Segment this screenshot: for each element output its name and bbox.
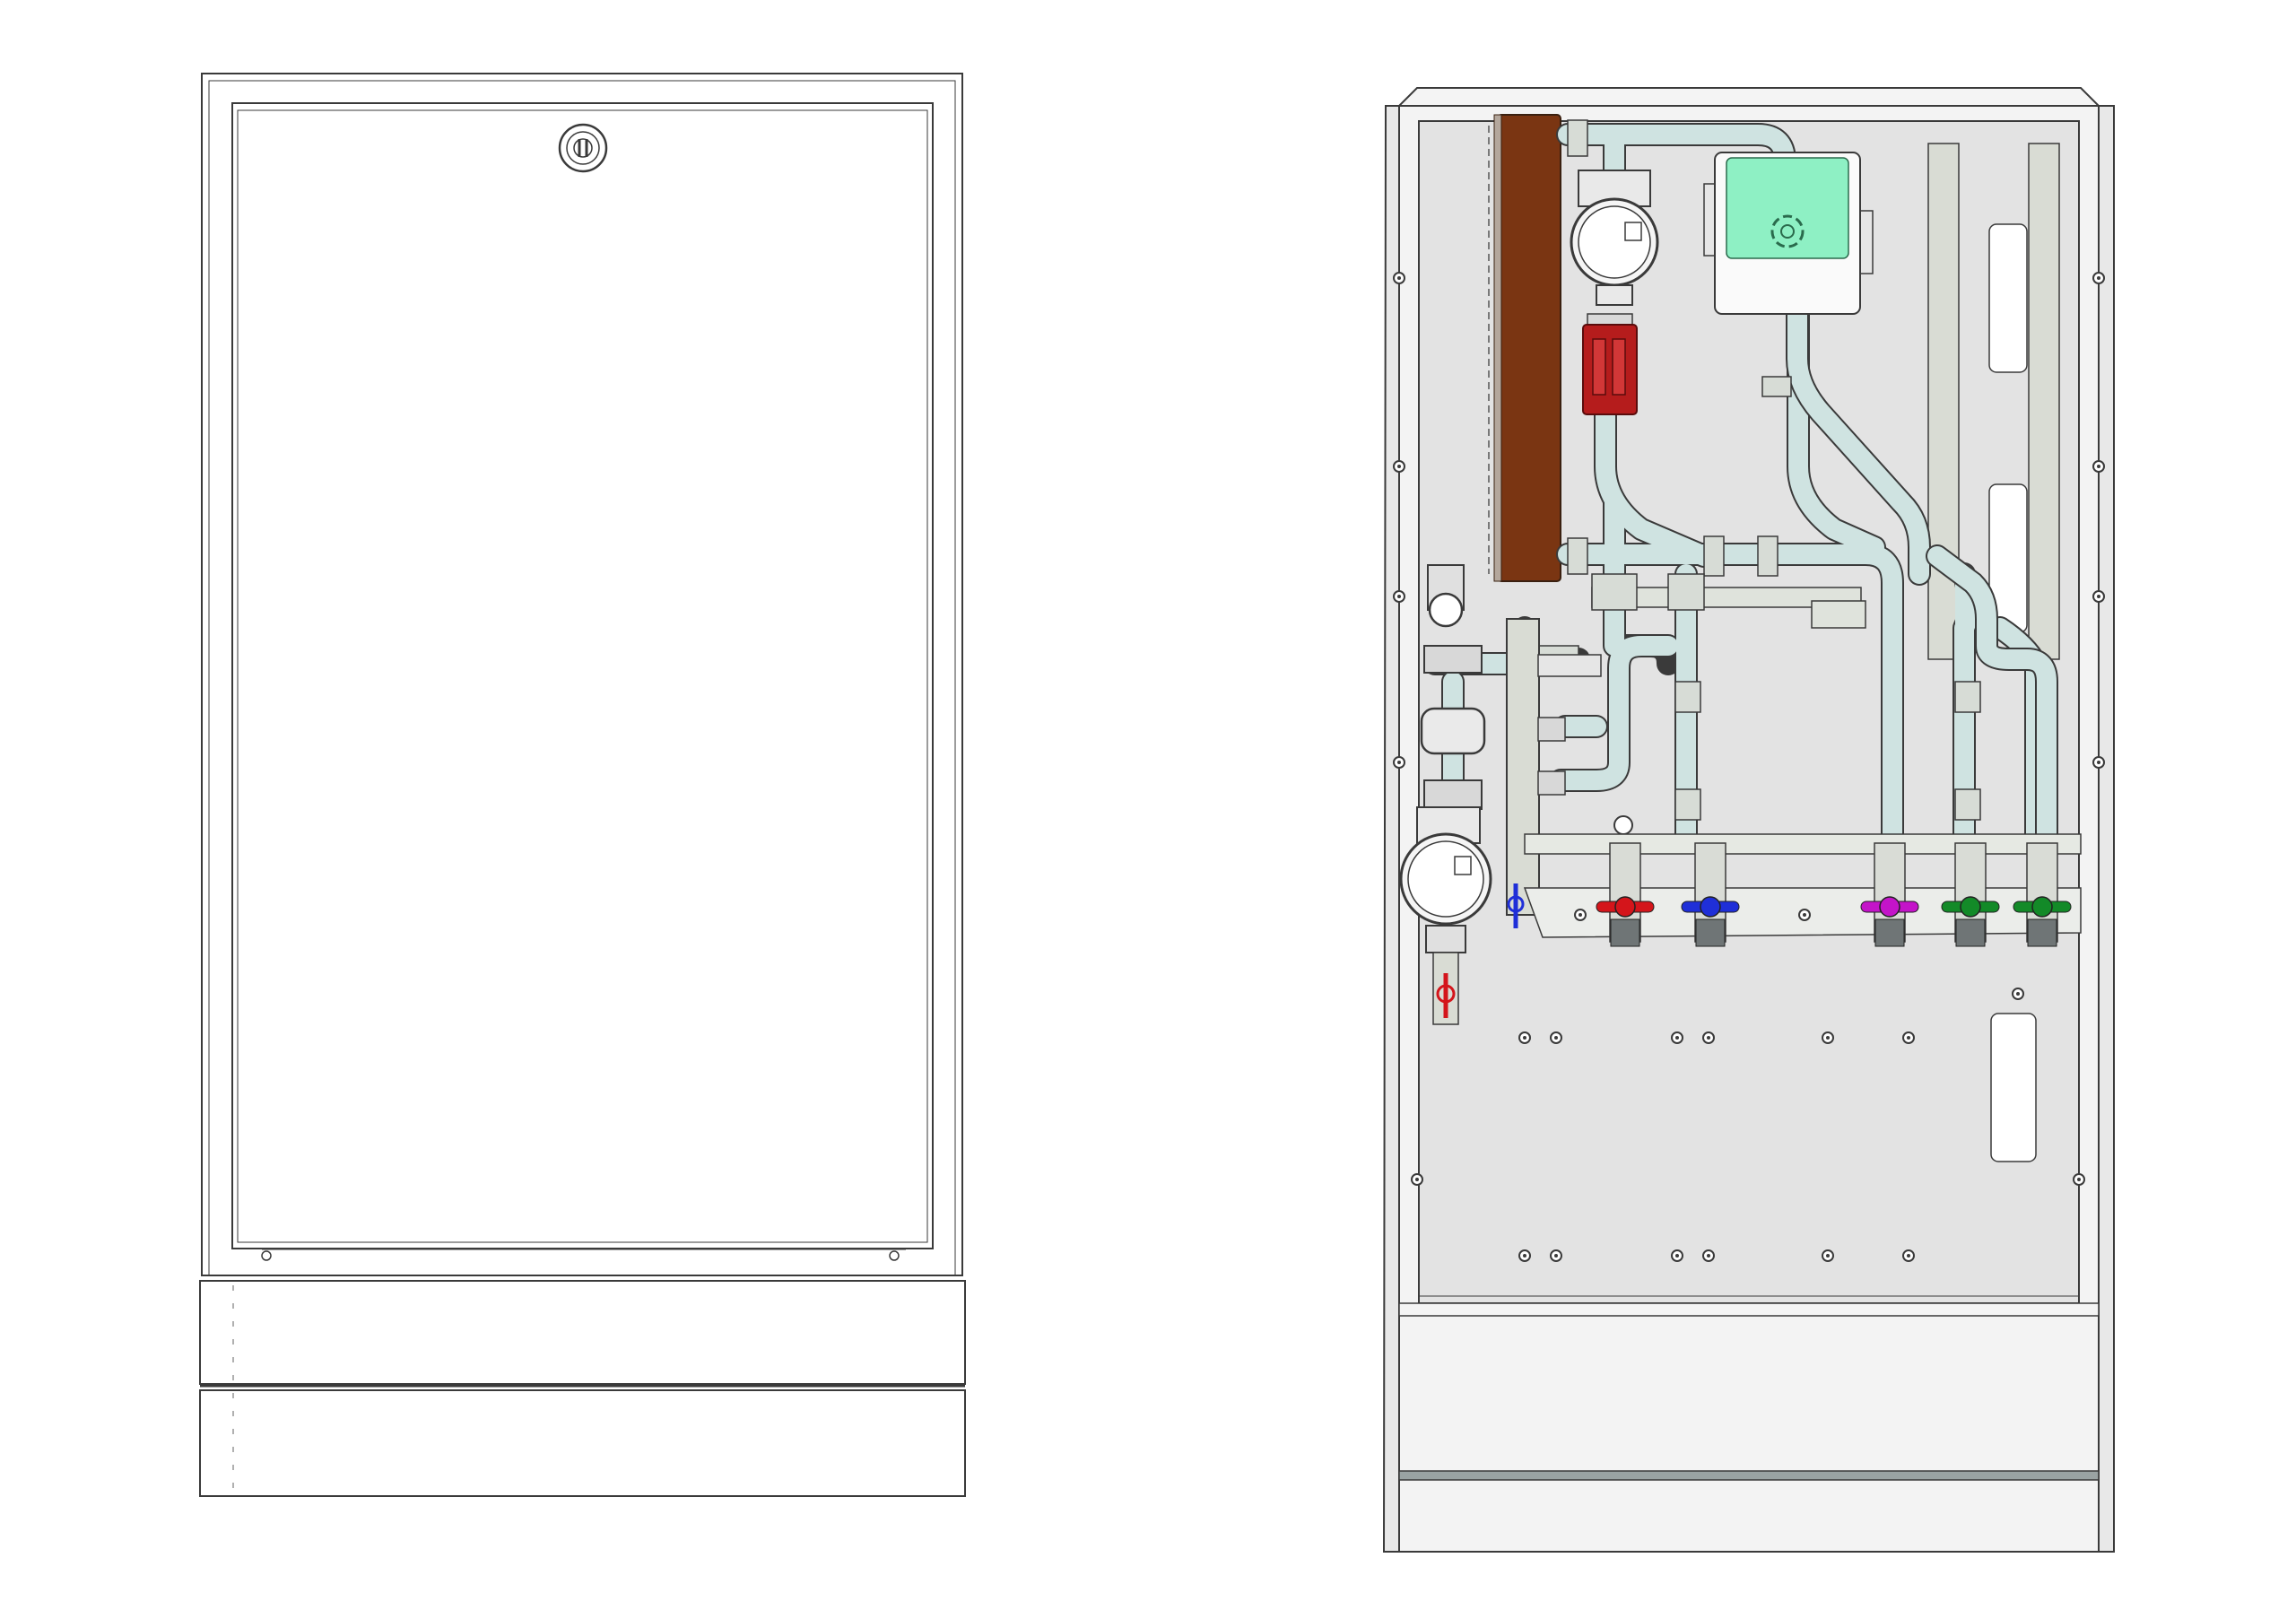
bolt-center	[1707, 1254, 1710, 1258]
pipe-fittings	[1524, 119, 1981, 821]
valve-body	[1610, 918, 1640, 947]
bolt-center	[1907, 1254, 1910, 1258]
bolt-center	[1554, 1036, 1558, 1040]
closed-cabinet-view	[199, 73, 966, 1497]
hydraulic-separator	[1506, 618, 1540, 916]
right-pipe-runs	[1786, 293, 2058, 846]
open-cabinet-view	[1382, 87, 2115, 1553]
panel-cutout-lower	[1990, 1013, 2037, 1162]
cabinet-frame	[201, 73, 963, 1276]
distribution-manifold-bar	[1524, 833, 2082, 855]
bolt-center	[1675, 1036, 1679, 1040]
bolt-center	[1397, 761, 1401, 764]
lower-frame-rail	[1398, 1302, 2100, 1317]
panel-cutout-upper	[1988, 223, 2028, 373]
bolt-center	[2077, 1178, 2081, 1181]
bolt-center	[1907, 1036, 1910, 1040]
mounting-rail-2	[2028, 143, 2060, 660]
bolt-center	[1803, 913, 1806, 917]
bolt-center	[1826, 1036, 1830, 1040]
drain-valve-blue-icon	[1507, 883, 1525, 928]
mounting-bolts	[1393, 272, 2105, 1262]
bolt-center	[2097, 276, 2100, 280]
red-valve-module	[1582, 313, 1638, 415]
bolt-center	[1707, 1036, 1710, 1040]
valve-knob	[1960, 896, 1981, 918]
pressure-gauge-icon	[1428, 592, 1464, 628]
controller-status-icon	[1770, 214, 1805, 248]
valve-knob	[1614, 896, 1636, 918]
bottom-cross-bar	[1398, 1470, 2100, 1481]
bolt-center	[2097, 465, 2100, 468]
door-hinge-screw-right	[889, 1250, 900, 1261]
right-mounting-rails	[1927, 143, 2060, 1162]
bolt-center	[2016, 992, 2020, 996]
valve-knob	[1879, 896, 1900, 918]
bolt-center	[1554, 1254, 1558, 1258]
support-bracket-tab	[1811, 600, 1866, 629]
bolt-center	[1415, 1178, 1419, 1181]
door-lock-icon	[558, 123, 608, 173]
valve-handle-group	[1596, 896, 2072, 947]
cabinet-door-inner	[237, 109, 928, 1243]
door-hinge-screw-left	[261, 1250, 272, 1261]
valve-body	[1695, 918, 1726, 947]
bolt-center	[1397, 465, 1401, 468]
cabinet-frame-inner	[208, 80, 956, 1276]
bolt-center	[1397, 595, 1401, 598]
drain-valve-red-icon	[1436, 973, 1456, 1018]
base-plinth-lower	[199, 1389, 966, 1497]
bolt-center	[1675, 1254, 1679, 1258]
left-valve-stack	[1399, 564, 1633, 1025]
valve-knob	[2031, 896, 2053, 918]
bolt-center	[1397, 276, 1401, 280]
base-plinth-upper	[199, 1280, 966, 1385]
housing-left-wall	[1382, 105, 1400, 1553]
bolt-center	[2097, 595, 2100, 598]
housing-top-cap	[1396, 87, 2101, 107]
valve-body	[1874, 918, 1905, 947]
cabinet-door	[231, 102, 934, 1249]
bolt-center	[1578, 913, 1582, 917]
controller-unit	[1703, 152, 1874, 315]
valve-body	[2027, 918, 2057, 947]
bolt-center	[2097, 761, 2100, 764]
bolt-center	[1826, 1254, 1830, 1258]
plate-heat-exchanger	[1497, 114, 1561, 582]
bolt-center	[1523, 1254, 1526, 1258]
valve-body	[1955, 918, 1986, 947]
bolt-center	[1523, 1036, 1526, 1040]
upper-circulation-pump	[1570, 170, 1659, 306]
heat-exchanger-side-plate	[1493, 114, 1502, 582]
valve-knob	[1700, 896, 1721, 918]
housing-right-wall	[2098, 105, 2115, 1553]
